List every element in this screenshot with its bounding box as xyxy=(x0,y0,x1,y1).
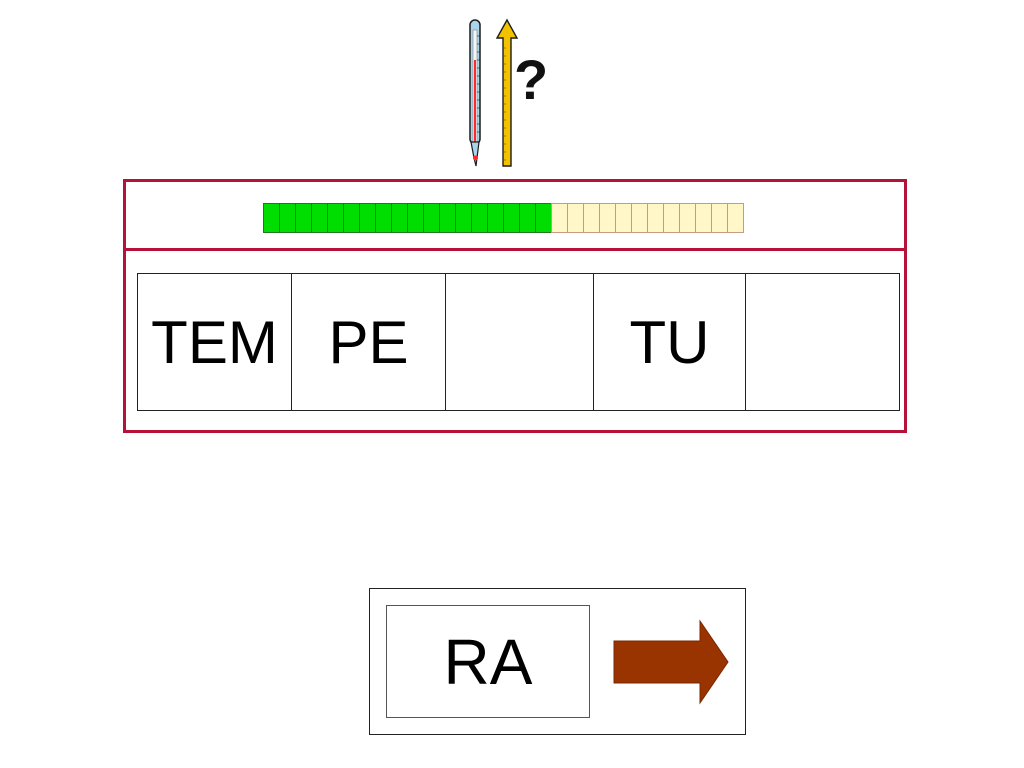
progress-cell-empty xyxy=(615,203,632,233)
progress-cell-filled xyxy=(327,203,344,233)
progress-cell-empty xyxy=(599,203,616,233)
progress-cell-empty xyxy=(551,203,568,233)
board-divider xyxy=(126,248,904,251)
right-arrow-icon[interactable] xyxy=(612,619,730,705)
question-mark: ? xyxy=(514,48,549,111)
progress-cell-empty xyxy=(679,203,696,233)
thermometer-icon xyxy=(469,19,481,167)
progress-cell-empty xyxy=(583,203,600,233)
syllable-row: TEM PE TU xyxy=(137,273,900,411)
progress-cell-filled xyxy=(423,203,440,233)
syllable-box-3[interactable] xyxy=(445,273,594,411)
progress-cell-filled xyxy=(311,203,328,233)
progress-cell-empty xyxy=(663,203,680,233)
progress-cell-empty xyxy=(695,203,712,233)
syllable-box-5[interactable] xyxy=(745,273,900,411)
progress-cell-empty xyxy=(647,203,664,233)
progress-cell-filled xyxy=(471,203,488,233)
progress-cell-filled xyxy=(503,203,520,233)
progress-cell-filled xyxy=(487,203,504,233)
progress-cell-filled xyxy=(391,203,408,233)
answer-syllable-card[interactable]: RA xyxy=(386,605,590,718)
progress-bar xyxy=(263,203,744,233)
progress-cell-filled xyxy=(343,203,360,233)
progress-cell-filled xyxy=(535,203,552,233)
progress-cell-empty xyxy=(631,203,648,233)
progress-cell-empty xyxy=(727,203,744,233)
progress-cell-filled xyxy=(263,203,280,233)
progress-cell-empty xyxy=(567,203,584,233)
syllable-box-1: TEM xyxy=(137,273,292,411)
progress-cell-filled xyxy=(455,203,472,233)
progress-cell-filled xyxy=(295,203,312,233)
progress-cell-filled xyxy=(439,203,456,233)
progress-cell-filled xyxy=(519,203,536,233)
progress-cell-filled xyxy=(279,203,296,233)
progress-cell-empty xyxy=(711,203,728,233)
progress-cell-filled xyxy=(375,203,392,233)
syllable-box-2: PE xyxy=(291,273,446,411)
up-arrow-icon xyxy=(495,18,519,167)
answer-panel: RA xyxy=(369,588,746,735)
progress-cell-filled xyxy=(359,203,376,233)
progress-cell-filled xyxy=(407,203,424,233)
word-board: TEM PE TU xyxy=(123,179,907,433)
syllable-box-4: TU xyxy=(593,273,746,411)
